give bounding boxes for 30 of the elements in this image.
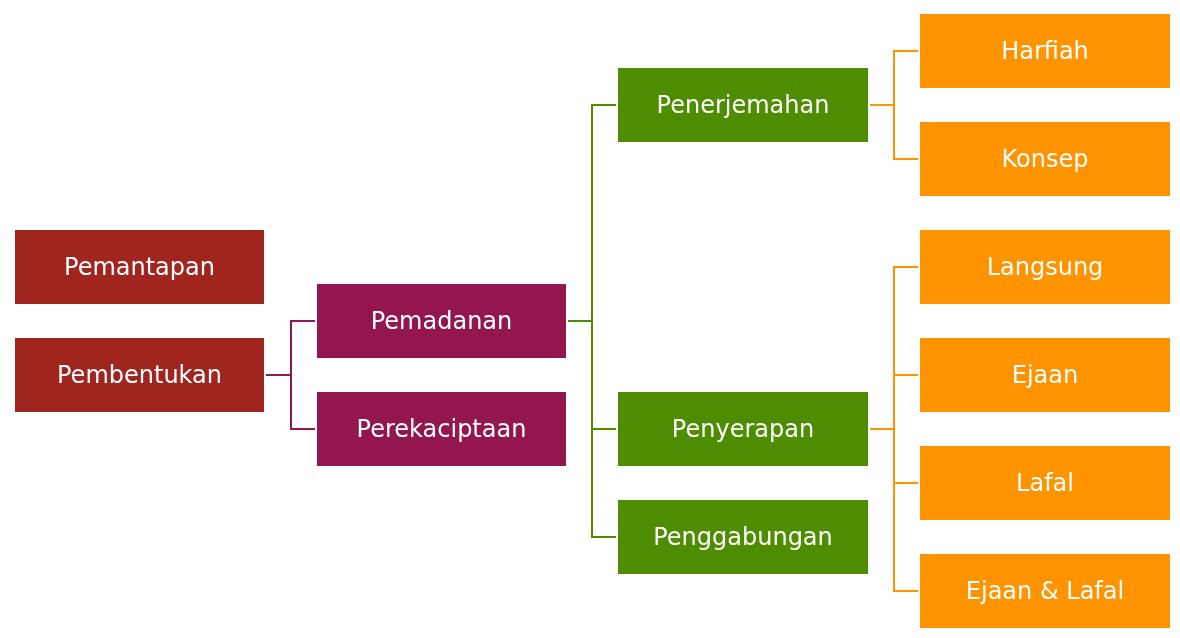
box-label: Perekaciptaan <box>356 414 527 444</box>
box-label: Pembentukan <box>57 360 222 390</box>
category-box <box>920 230 1170 304</box>
box-label: Pemantapan <box>64 252 215 282</box>
connector-line <box>869 104 919 160</box>
connector-line <box>869 428 919 592</box>
box-label: Penerjemahan <box>656 90 830 120</box>
category-box <box>618 392 868 466</box>
box-label: Lafal <box>1016 468 1074 498</box>
category-box <box>920 14 1170 88</box>
box-label: Pemadanan <box>370 306 513 336</box>
connector-line <box>567 320 617 538</box>
box-label: Harfiah <box>1001 36 1089 66</box>
box-label: Ejaan & Lafal <box>965 576 1125 606</box>
connector-line <box>265 374 316 430</box>
category-box <box>920 122 1170 196</box>
category-box <box>618 68 868 142</box>
box-label: Langsung <box>986 252 1104 282</box>
box-label: Ejaan <box>1011 360 1079 390</box>
category-box <box>920 554 1170 628</box>
category-box <box>15 230 264 304</box>
category-box <box>618 500 868 574</box>
category-box <box>920 338 1170 412</box>
category-box <box>920 446 1170 520</box>
box-label: Konsep <box>1001 144 1089 174</box>
box-label: Penyerapan <box>671 414 815 444</box>
category-box <box>317 392 566 466</box>
category-box <box>317 284 566 358</box>
category-box <box>15 338 264 412</box>
box-label: Penggabungan <box>653 522 833 552</box>
